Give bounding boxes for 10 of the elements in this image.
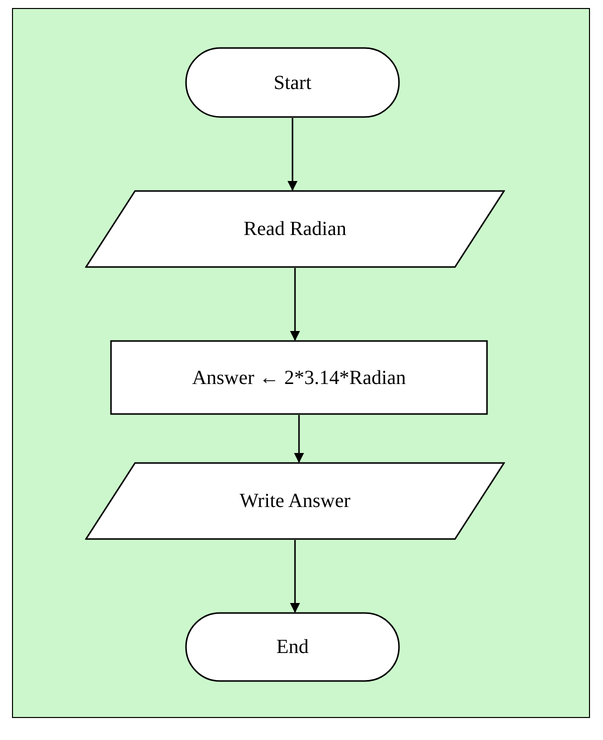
node-label: Answer ← 2*3.14*Radian <box>192 366 406 390</box>
node-label: End <box>276 635 309 660</box>
process-box <box>110 340 488 415</box>
node-label: Start <box>274 70 312 96</box>
node-label: Read Radian <box>244 217 346 242</box>
arrow <box>294 415 304 463</box>
arrow <box>288 118 298 191</box>
arrow <box>290 268 300 341</box>
arrow <box>290 540 300 613</box>
node-label: Write Answer <box>240 489 350 514</box>
